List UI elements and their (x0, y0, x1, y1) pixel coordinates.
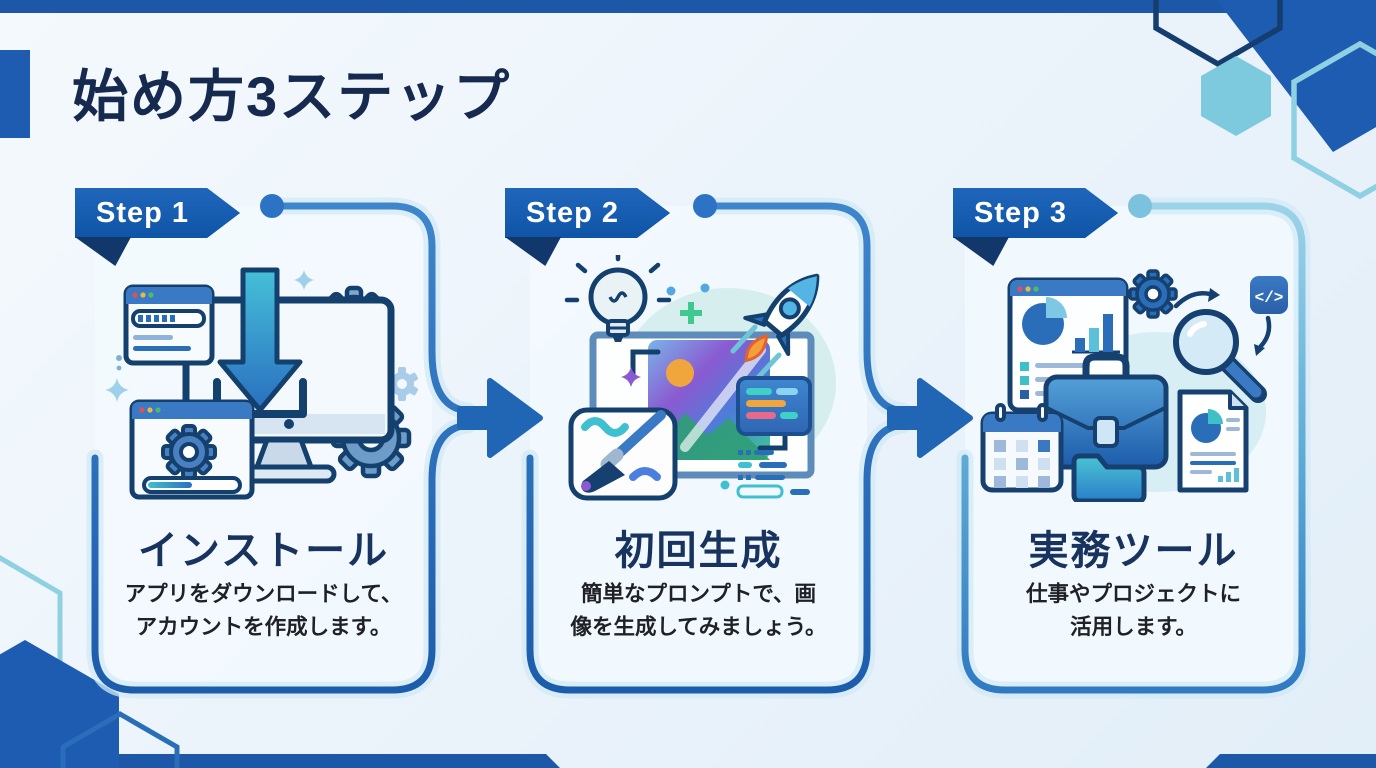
step-3-badge: Step 3 (953, 188, 1118, 238)
rocket-icon (743, 273, 820, 363)
step-2-dot (693, 194, 717, 218)
hexagon-solid (0, 640, 119, 768)
title-accent-bar (0, 50, 30, 138)
step-2-title: 初回生成 (614, 529, 783, 573)
image-generation-illustration (564, 255, 836, 501)
progress-bar-icon (131, 309, 206, 328)
calendar-icon (980, 403, 1064, 493)
step-card-3-outline (961, 202, 1306, 694)
hexagon-solid (1216, 0, 1376, 152)
code-glyph: </> (1255, 289, 1284, 307)
step-card-2-outline (526, 202, 907, 694)
bar-chart-icon (1072, 314, 1120, 354)
step-2-description-line-2: 像を生成してみましょう。 (570, 614, 827, 639)
arrow-step1-to-step2-icon (457, 378, 543, 458)
step-2-description-line-1: 簡単なプロンプトで、画 (581, 582, 816, 606)
hexagon-outline-cyan (1291, 40, 1376, 200)
top-bar (0, 0, 1376, 13)
folder-icon (1071, 453, 1147, 502)
report-document-icon (1177, 389, 1249, 493)
download-arrow-icon (213, 267, 307, 418)
page-title: 始め方3ステップ (72, 65, 512, 128)
pie-chart-icon (1191, 409, 1223, 443)
step-1-description-line-1: アプリをダウンロードして、 (124, 582, 403, 606)
step-3-description: 仕事やプロジェクトに 活用します。 (965, 578, 1302, 643)
pie-chart-icon (1022, 297, 1067, 345)
hexagon-decoration-top-right (1153, 0, 1376, 200)
step-3-dot (1128, 194, 1152, 218)
business-tools-illustration: </> (980, 269, 1288, 502)
gear-icon (1128, 269, 1178, 319)
step-3-title: 実務ツール (1028, 529, 1239, 573)
arrow-step2-to-step3-icon (887, 378, 973, 458)
step-2-description: 簡単なプロンプトで、画 像を生成してみましょう。 (530, 578, 867, 643)
magnifier-icon (1173, 309, 1267, 403)
hexagon-solid-cyan (1201, 56, 1271, 136)
lightbulb-icon (564, 255, 672, 342)
hexagon-decoration-bottom-left (0, 555, 180, 768)
sparkle-icon (105, 270, 314, 402)
hexagon-outline-navy (1153, 0, 1283, 68)
step-1-dot (260, 194, 284, 218)
step-3-badge-label: Step 3 (973, 196, 1068, 229)
paintbrush-icon (568, 407, 678, 501)
step-2-badge: Step 2 (505, 188, 670, 238)
app-install-download-illustration (105, 267, 418, 500)
step-1-badge: Step 1 (75, 188, 240, 238)
code-window-icon (736, 376, 812, 436)
step-2-badge-label: Step 2 (525, 196, 620, 229)
sparkle-icon (621, 283, 730, 490)
card-left-fade-lines (91, 248, 969, 369)
step-1-title: インストール (137, 529, 390, 573)
step-1-badge-label: Step 1 (95, 196, 190, 229)
bottom-right-bar (1206, 754, 1376, 768)
hexagon-outline-cyan (0, 555, 63, 706)
code-lines (736, 450, 810, 499)
bottom-left-bar (0, 754, 560, 768)
bar-chart-icon (1218, 468, 1239, 482)
step-3-description-line-1: 仕事やプロジェクトに (1025, 582, 1241, 606)
step-3-description-line-2: 活用します。 (1070, 614, 1197, 639)
settings-window-icon (129, 399, 255, 500)
code-badge-icon: </> (1250, 276, 1288, 314)
generated-image-icon (630, 340, 788, 460)
step-1-description: アプリをダウンロードして、 アカウントを作成します。 (95, 578, 432, 643)
step-card-1-outline (91, 202, 472, 694)
browser-window-icon (123, 284, 215, 366)
gear-icon (161, 424, 217, 480)
step-1-description-line-2: アカウントを作成します。 (135, 614, 392, 639)
hexagon-outline-blue (60, 711, 180, 768)
